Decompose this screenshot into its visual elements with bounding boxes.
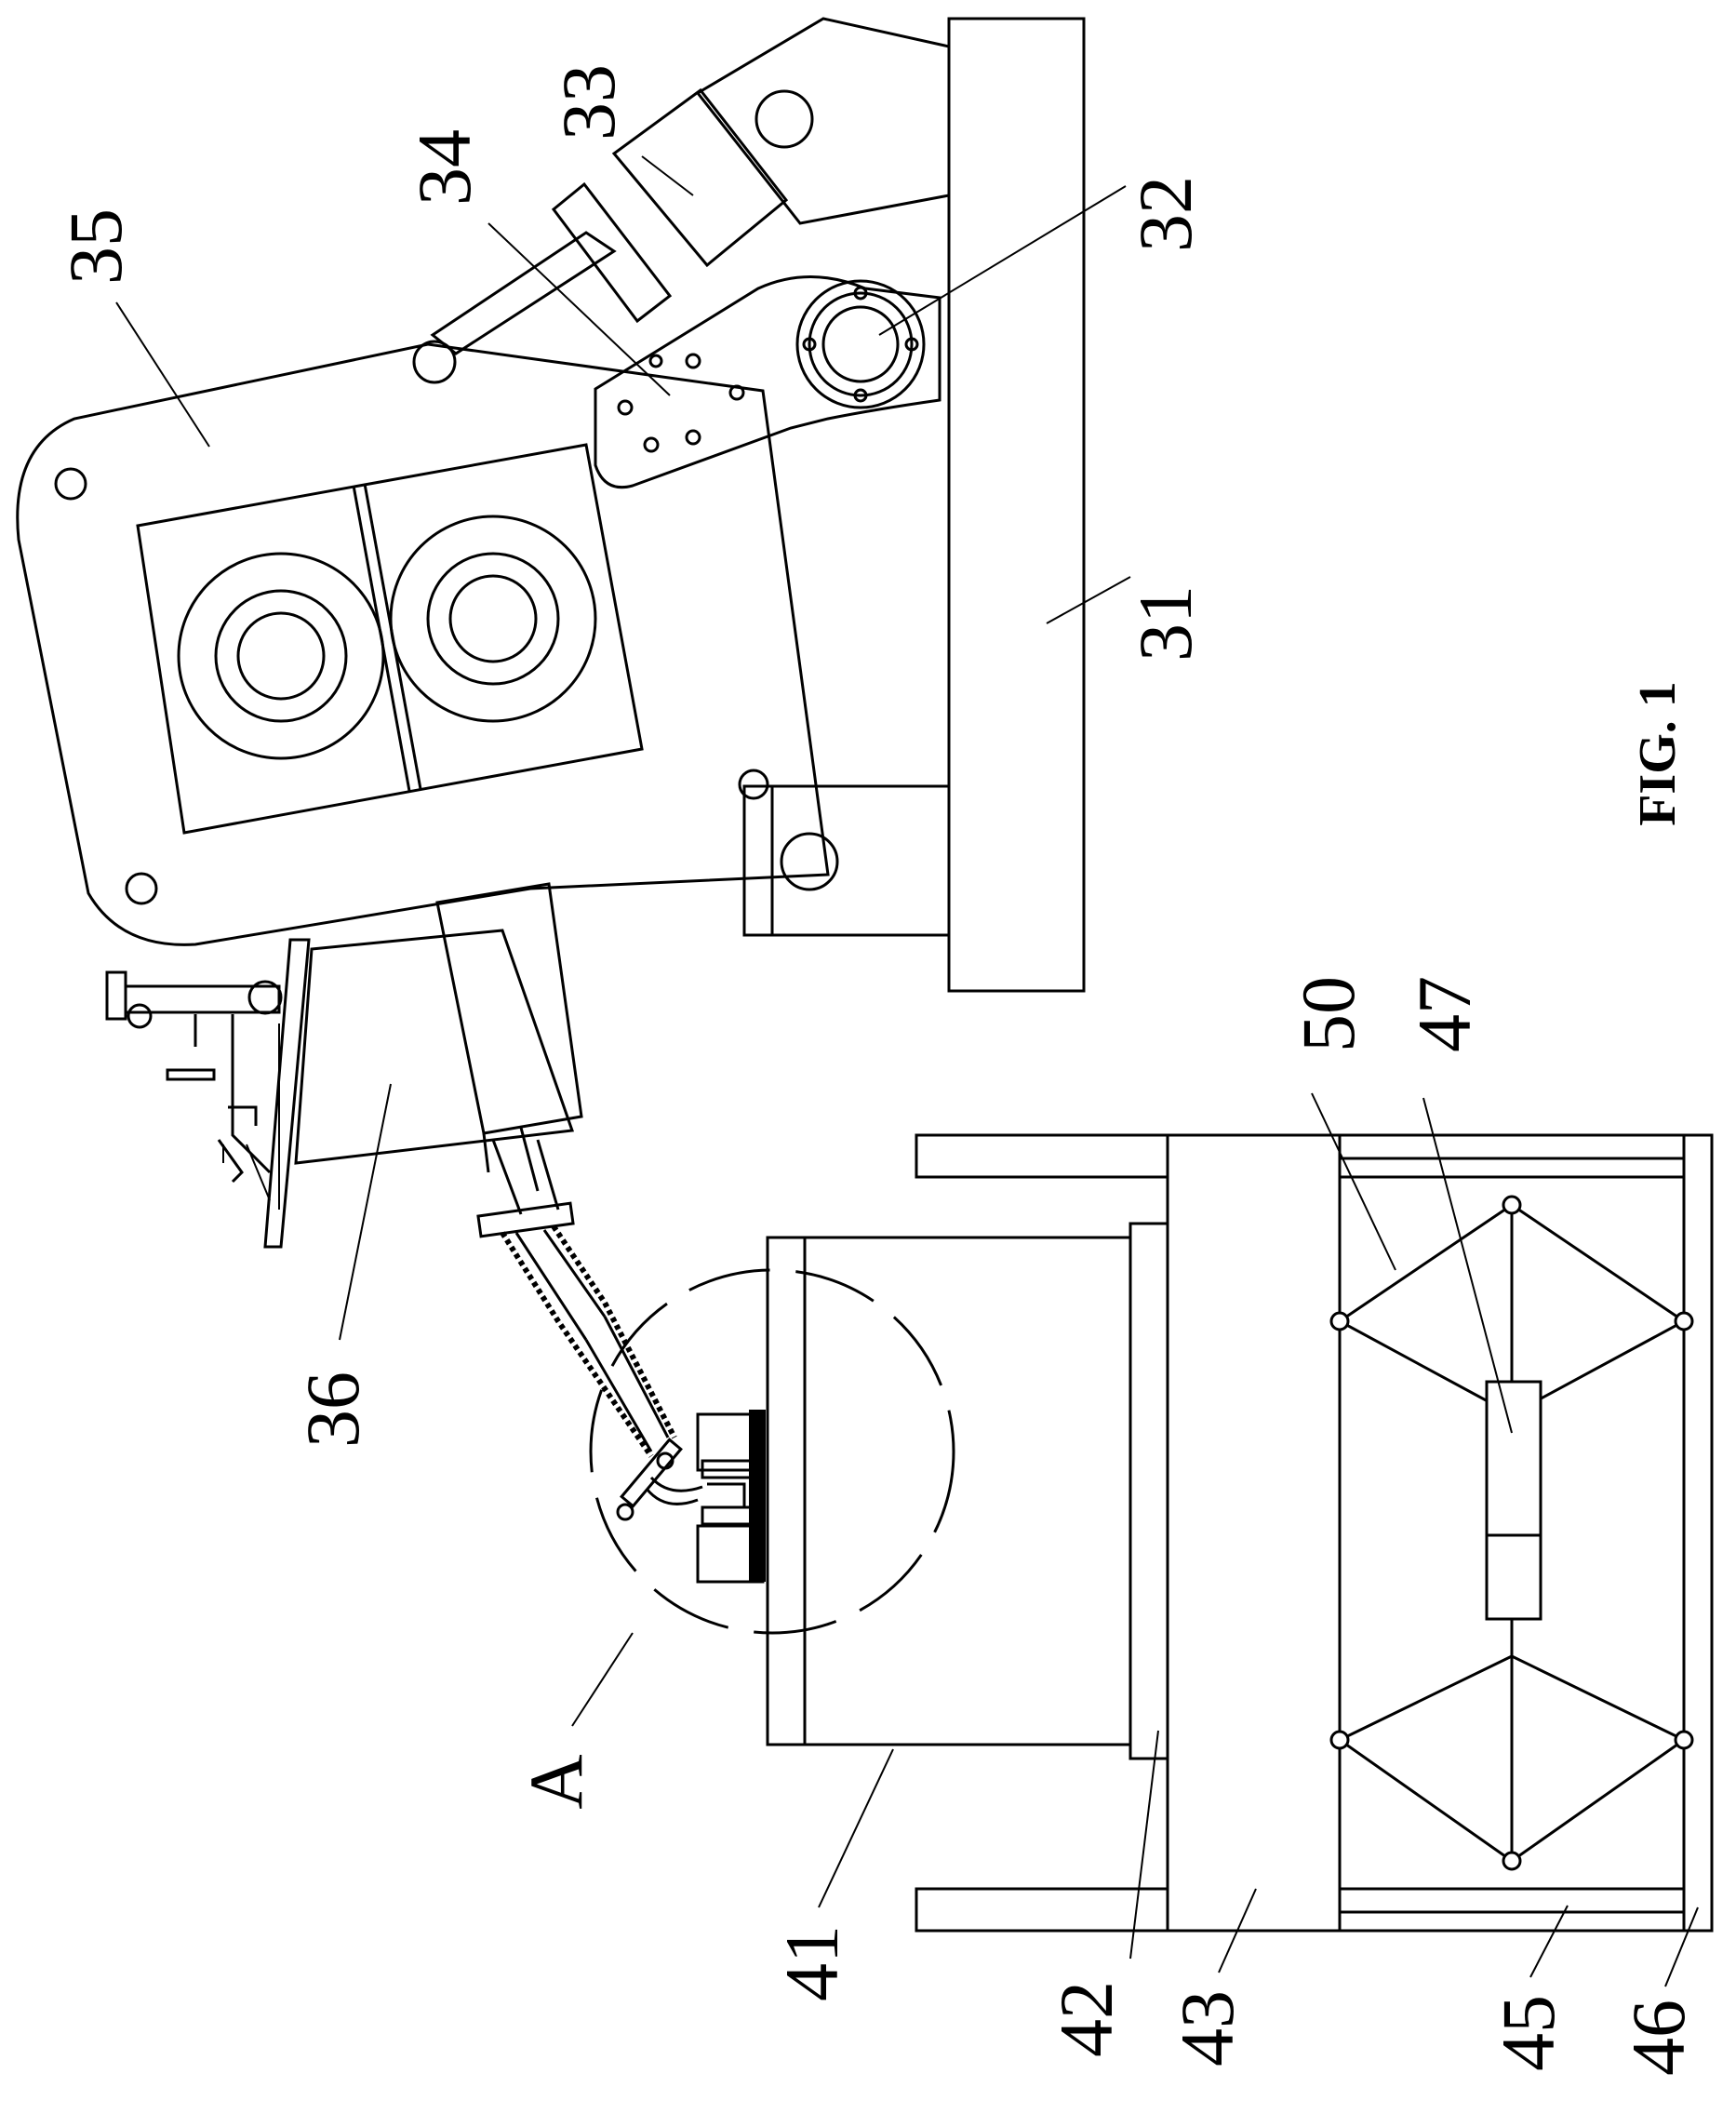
label-32: 32 xyxy=(1123,176,1208,252)
plate-42 xyxy=(1130,1224,1168,1759)
clamp-mechanism xyxy=(698,1410,766,1582)
lower-support-bracket xyxy=(744,786,949,935)
label-45: 45 xyxy=(1486,1995,1570,2071)
label-35: 35 xyxy=(53,208,138,285)
pivot-arm-34 xyxy=(595,277,940,488)
label-A: A xyxy=(514,1754,598,1809)
reference-labels: 31 32 33 34 35 36 A 41 42 43 45 46 47 50… xyxy=(53,64,1701,2076)
label-46: 46 xyxy=(1616,2000,1701,2076)
column-43 xyxy=(1168,1135,1340,1931)
label-33: 33 xyxy=(546,64,631,140)
label-34: 34 xyxy=(402,129,487,206)
leader-lines xyxy=(116,156,1698,1987)
base-46 xyxy=(1684,1135,1712,1931)
base-beam-31 xyxy=(949,19,1084,991)
bearing-32 xyxy=(797,281,924,408)
figure-caption: FIG. 1 xyxy=(1629,681,1687,826)
cross-members xyxy=(916,1135,1684,1931)
label-42: 42 xyxy=(1044,1981,1128,2057)
housing-frame-35 xyxy=(18,344,828,944)
label-41: 41 xyxy=(769,1925,854,2001)
hopper-36 xyxy=(296,930,572,1191)
upper-support-bracket xyxy=(698,19,949,223)
label-50: 50 xyxy=(1286,976,1370,1052)
label-47: 47 xyxy=(1402,976,1487,1052)
label-43: 43 xyxy=(1165,1990,1249,2067)
side-accessory-mount xyxy=(107,940,309,1247)
label-31: 31 xyxy=(1123,585,1208,662)
actuator-47 xyxy=(1487,1382,1541,1619)
label-36: 36 xyxy=(290,1371,375,1448)
